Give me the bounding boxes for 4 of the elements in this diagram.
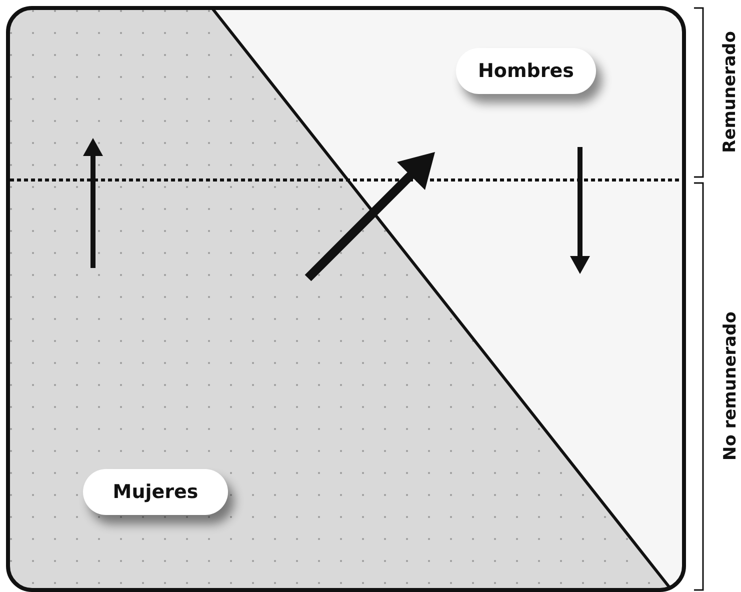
axis-section-label: No remunerado — [720, 312, 740, 460]
axis-section-label: Remunerado — [720, 31, 740, 153]
label-pill: Mujeres — [83, 469, 228, 515]
label-pill: Hombres — [456, 48, 596, 94]
